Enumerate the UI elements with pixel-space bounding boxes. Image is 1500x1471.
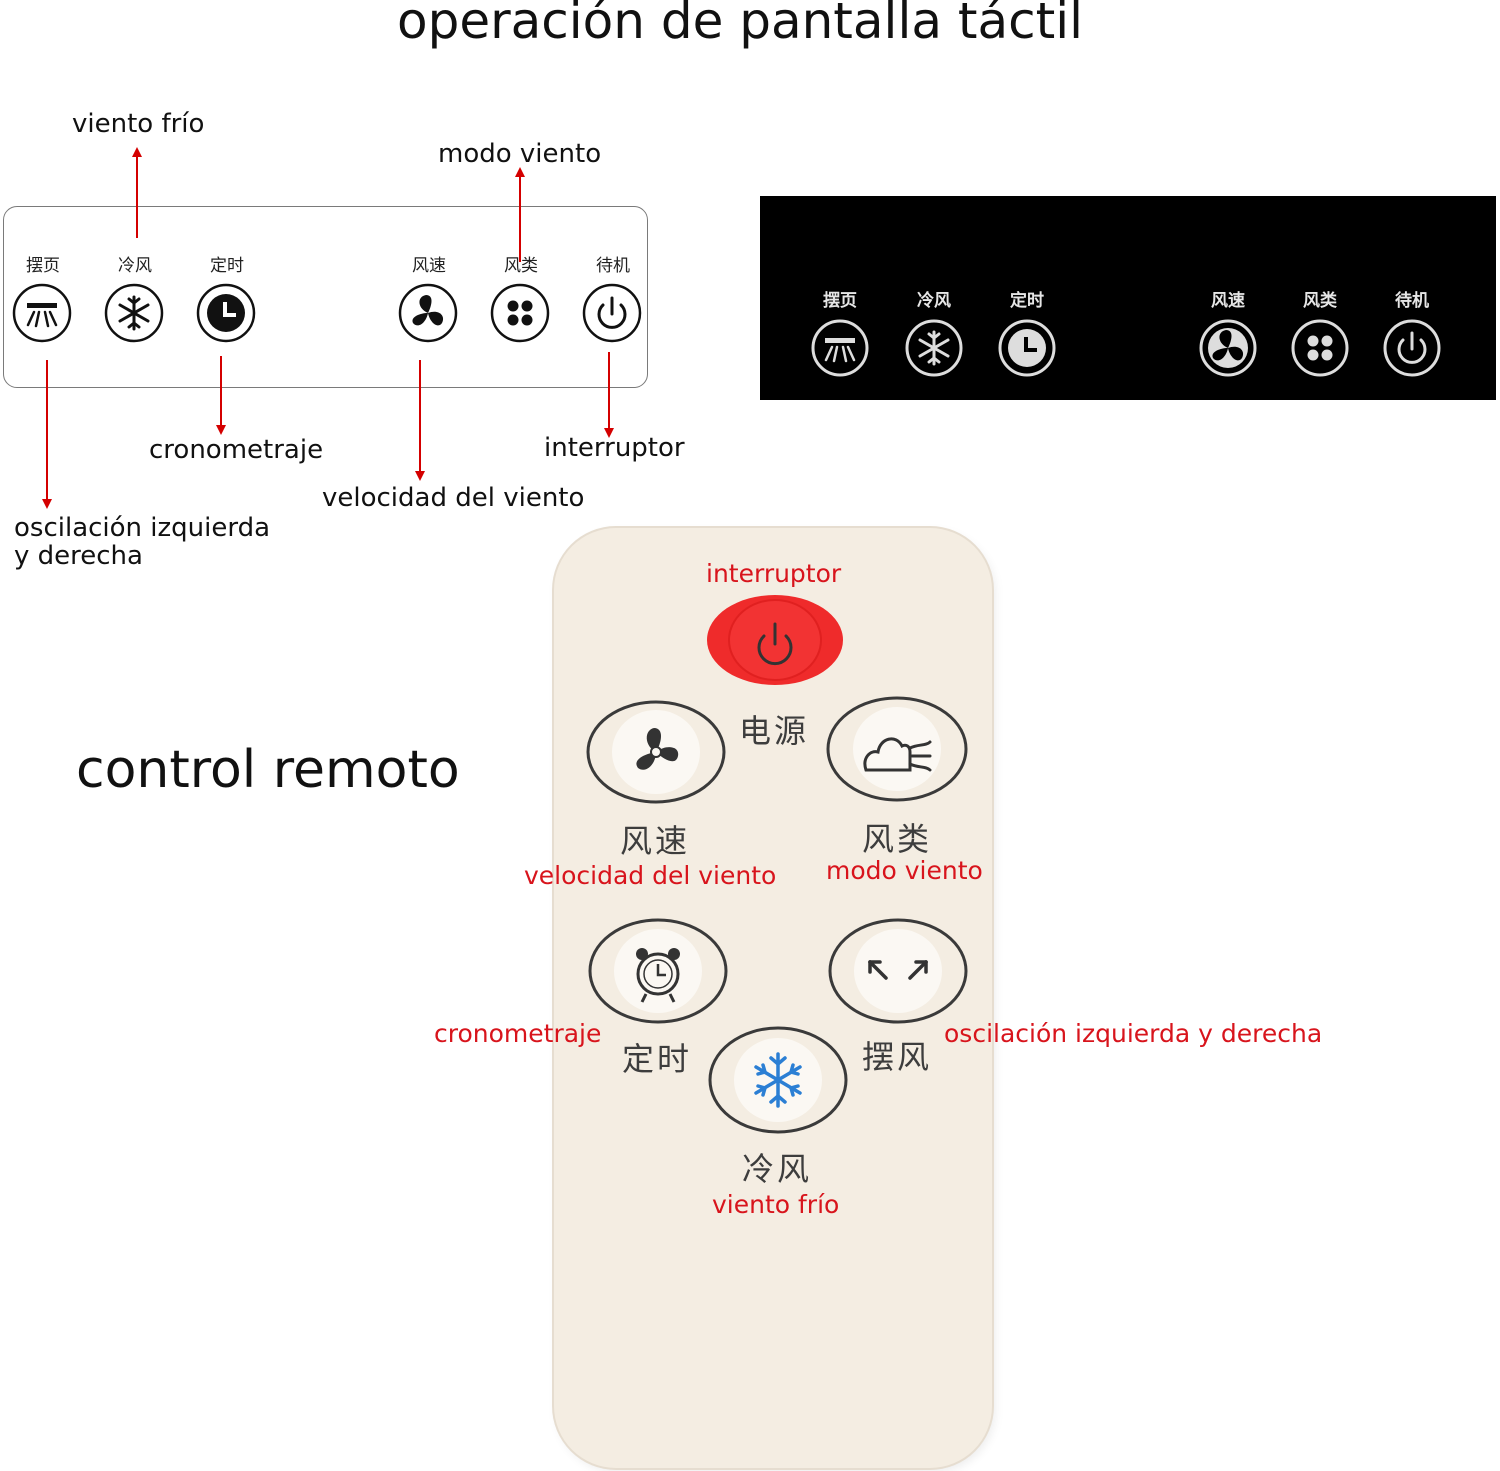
panel-timer-button[interactable] [196, 283, 256, 343]
panel-swing-button[interactable] [12, 283, 72, 343]
panel-black-speed-button[interactable] [1198, 318, 1258, 378]
remote-control-title: control remoto [76, 740, 460, 800]
panel-label-mode: 风类 [504, 256, 538, 276]
panel-label-cold: 冷风 [118, 256, 152, 276]
clock-icon [998, 319, 1056, 377]
remote-timer-button[interactable] [588, 918, 728, 1024]
remote-mode-button[interactable] [826, 696, 968, 802]
power-icon [707, 595, 843, 685]
panel-black-timer-button[interactable] [997, 318, 1057, 378]
remote-power-cn: 电源 [739, 712, 810, 750]
clock-icon [196, 283, 256, 343]
snowflake-icon [708, 1026, 848, 1134]
panel-label-timer: 定时 [210, 256, 244, 276]
panel-black-label-timer: 定时 [1010, 291, 1044, 311]
remote-power-button[interactable] [706, 594, 844, 686]
remote-label-timer: cronometraje [434, 1019, 602, 1048]
swing-arrows-icon [828, 918, 968, 1024]
panel-black-standby-button[interactable] [1382, 318, 1442, 378]
callout-oscillation-line1: oscilación izquierda [14, 513, 271, 543]
callout-wind-mode: modo viento [438, 139, 602, 169]
panel-black-label-cold: 冷风 [917, 291, 951, 311]
remote-label-switch: interruptor [706, 559, 842, 588]
remote-swing-cn: 摆风 [862, 1038, 933, 1076]
remote-timer-cn: 定时 [622, 1040, 693, 1078]
four-dots-icon [1291, 319, 1349, 377]
panel-cold-button[interactable] [104, 283, 164, 343]
panel-black-swing-button[interactable] [810, 318, 870, 378]
fan-icon [1199, 319, 1257, 377]
callout-oscillation-line2: y derecha [14, 541, 143, 571]
touch-panel-black: 摆页 冷风 定时 风速 风类 待机 [760, 196, 1496, 400]
remote-label-cool: viento frío [712, 1190, 840, 1219]
panel-label-swing: 摆页 [26, 256, 60, 276]
power-icon [582, 283, 642, 343]
power-icon [1383, 319, 1441, 377]
swing-icon [12, 283, 72, 343]
snowflake-icon [905, 319, 963, 377]
panel-black-label-swing: 摆页 [823, 291, 857, 311]
wind-cloud-icon [826, 696, 968, 802]
swing-icon [811, 319, 869, 377]
panel-label-speed: 风速 [412, 256, 446, 276]
snowflake-icon [104, 283, 164, 343]
callout-wind-speed: velocidad del viento [322, 483, 585, 513]
panel-speed-button[interactable] [398, 283, 458, 343]
remote-cool-button[interactable] [708, 1026, 848, 1134]
alarm-clock-icon [588, 918, 728, 1024]
panel-black-mode-button[interactable] [1290, 318, 1350, 378]
four-dots-icon [490, 283, 550, 343]
remote-label-mode: modo viento [826, 856, 983, 885]
panel-black-label-standby: 待机 [1395, 291, 1429, 311]
panel-black-label-mode: 风类 [1303, 291, 1337, 311]
callout-cold-wind: viento frío [72, 109, 205, 139]
callout-switch: interruptor [544, 433, 685, 463]
remote-label-swing: oscilación izquierda y derecha [944, 1019, 1323, 1048]
remote-speed-button[interactable] [586, 700, 726, 804]
panel-mode-button[interactable] [490, 283, 550, 343]
fan-icon [398, 283, 458, 343]
callout-timer: cronometraje [149, 435, 324, 465]
touch-operation-title: operación de pantalla táctil [397, 0, 1083, 50]
remote-control: 电源 风速 风类 [554, 528, 992, 1468]
remote-speed-cn: 风速 [620, 822, 691, 860]
remote-swing-button[interactable] [828, 918, 968, 1024]
remote-label-speed: velocidad del viento [524, 861, 777, 890]
panel-black-label-speed: 风速 [1211, 291, 1245, 311]
panel-standby-button[interactable] [582, 283, 642, 343]
remote-cool-cn: 冷风 [742, 1150, 813, 1188]
touch-panel-white: 摆页 冷风 定时 风速 风类 待机 [3, 206, 648, 388]
fan-icon [586, 700, 726, 804]
panel-black-cold-button[interactable] [904, 318, 964, 378]
remote-mode-cn: 风类 [862, 820, 933, 858]
panel-label-standby: 待机 [596, 256, 630, 276]
